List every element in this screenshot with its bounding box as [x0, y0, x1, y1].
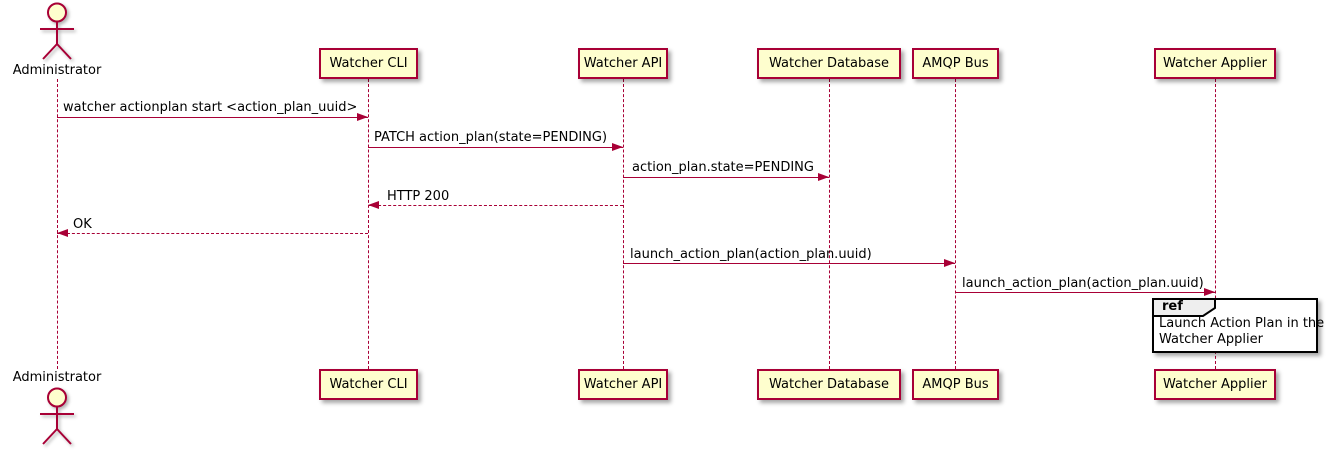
ref-text: Launch Action Plan in the Watcher Applie… — [1159, 316, 1324, 348]
participant-watcher-applier-top: Watcher Applier — [1154, 48, 1276, 79]
message-7-line — [955, 292, 1215, 293]
message-1-label: watcher actionplan start <action_plan_uu… — [63, 100, 358, 115]
ref-tab-icon — [1152, 298, 1216, 317]
participant-watcher-cli-top: Watcher CLI — [319, 48, 418, 79]
lifeline-watcher-api — [623, 79, 624, 369]
participant-watcher-api-bottom: Watcher API — [578, 369, 668, 400]
message-4-label: HTTP 200 — [387, 189, 450, 204]
actor-icon-bottom — [40, 387, 74, 445]
lifeline-amqp-bus — [955, 79, 956, 369]
message-4-line — [368, 205, 623, 206]
lifeline-administrator — [57, 79, 58, 369]
participant-amqp-bus-top: AMQP Bus — [912, 48, 999, 79]
message-2-label: PATCH action_plan(state=PENDING) — [374, 130, 608, 145]
message-3-label: action_plan.state=PENDING — [632, 160, 814, 175]
message-5-arrowhead-icon — [57, 229, 68, 237]
ref-text-line-2: Watcher Applier — [1159, 332, 1263, 347]
participant-watcher-database-bottom: Watcher Database — [757, 369, 901, 400]
participant-watcher-database-top: Watcher Database — [757, 48, 901, 79]
message-4-arrowhead-icon — [368, 201, 379, 209]
lifeline-watcher-applier — [1215, 79, 1216, 369]
ref-fragment: ref Launch Action Plan in the Watcher Ap… — [1152, 298, 1324, 353]
ref-keyword: ref — [1162, 299, 1183, 314]
message-3-arrowhead-icon — [818, 173, 829, 181]
message-1-line — [57, 117, 368, 118]
message-7-arrowhead-icon — [1204, 288, 1215, 296]
message-2-arrowhead-icon — [612, 143, 623, 151]
message-2-line — [368, 147, 623, 148]
lifeline-watcher-database — [829, 79, 830, 369]
actor-icon-top — [40, 2, 74, 60]
message-3-line — [623, 177, 829, 178]
message-5-line — [57, 233, 368, 234]
message-6-arrowhead-icon — [944, 259, 955, 267]
actor-label-top: Administrator — [12, 63, 102, 78]
lifeline-watcher-cli — [368, 79, 369, 369]
message-6-label: launch_action_plan(action_plan.uuid) — [630, 247, 872, 262]
participant-watcher-api-top: Watcher API — [578, 48, 668, 79]
message-5-label: OK — [73, 217, 92, 232]
actor-label-bottom: Administrator — [12, 370, 102, 385]
participant-watcher-cli-bottom: Watcher CLI — [319, 369, 418, 400]
message-6-line — [623, 263, 955, 264]
participant-watcher-applier-bottom: Watcher Applier — [1154, 369, 1276, 400]
ref-text-line-1: Launch Action Plan in the — [1159, 316, 1325, 331]
participant-amqp-bus-bottom: AMQP Bus — [912, 369, 999, 400]
message-7-label: launch_action_plan(action_plan.uuid) — [962, 276, 1204, 291]
message-1-arrowhead-icon — [357, 113, 368, 121]
